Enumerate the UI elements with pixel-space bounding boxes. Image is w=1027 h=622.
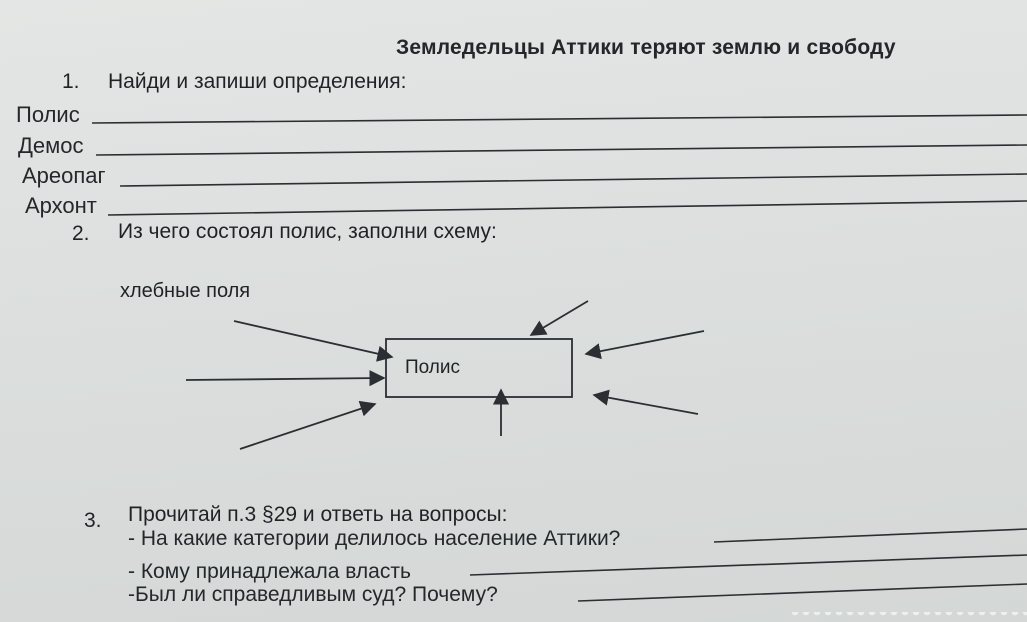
answer-line-areopag[interactable] [119, 173, 1027, 187]
task3-text: Прочитай п.3 §29 и ответь на вопросы: [128, 503, 508, 526]
scheme-arrow-bottom-left[interactable] [239, 400, 377, 450]
task2-number: 2. [72, 222, 90, 245]
task3-number: 3. [84, 509, 102, 532]
scheme-center-label: Полис [405, 357, 461, 378]
term-areopag: Ареопаг [22, 163, 106, 188]
term-polis: Полис [16, 102, 80, 127]
term-arkhont: Архонт [25, 193, 97, 218]
answer-line-question-1[interactable] [713, 528, 1027, 543]
scheme-arrow-bottom-right[interactable] [592, 389, 699, 415]
task3-question-2: - Кому принадлежала власть [128, 560, 411, 583]
task2-text: Из чего состоял полис, заполни схему: [118, 220, 497, 243]
scheme-arrow-right[interactable] [584, 330, 705, 360]
worksheet-title: Земледельцы Аттики теряют землю и свобод… [396, 36, 896, 59]
answer-line-polis[interactable] [91, 114, 1027, 124]
scheme-arrow-top-left[interactable] [233, 320, 394, 362]
answer-line-arkhont[interactable] [107, 200, 1027, 216]
term-demos: Демос [18, 133, 84, 158]
answer-line-demos[interactable] [95, 144, 1027, 156]
answer-line-question-2[interactable] [469, 554, 1027, 576]
scheme-center-box [385, 338, 573, 398]
scheme-label-bread-fields: хлебные поля [120, 280, 251, 302]
scheme-arrow-left[interactable] [185, 370, 386, 387]
task3-question-3: -Был ли справедливым суд? Почему? [128, 583, 498, 606]
page-edge-decoration [790, 612, 1027, 622]
answer-line-question-3[interactable] [577, 583, 1027, 602]
task1-text: Найди и запиши определения: [108, 70, 407, 93]
task3-question-1: - На какие категории делилось население … [128, 527, 621, 550]
task1-number: 1. [62, 70, 80, 93]
scheme-arrow-top-right[interactable] [529, 300, 589, 336]
